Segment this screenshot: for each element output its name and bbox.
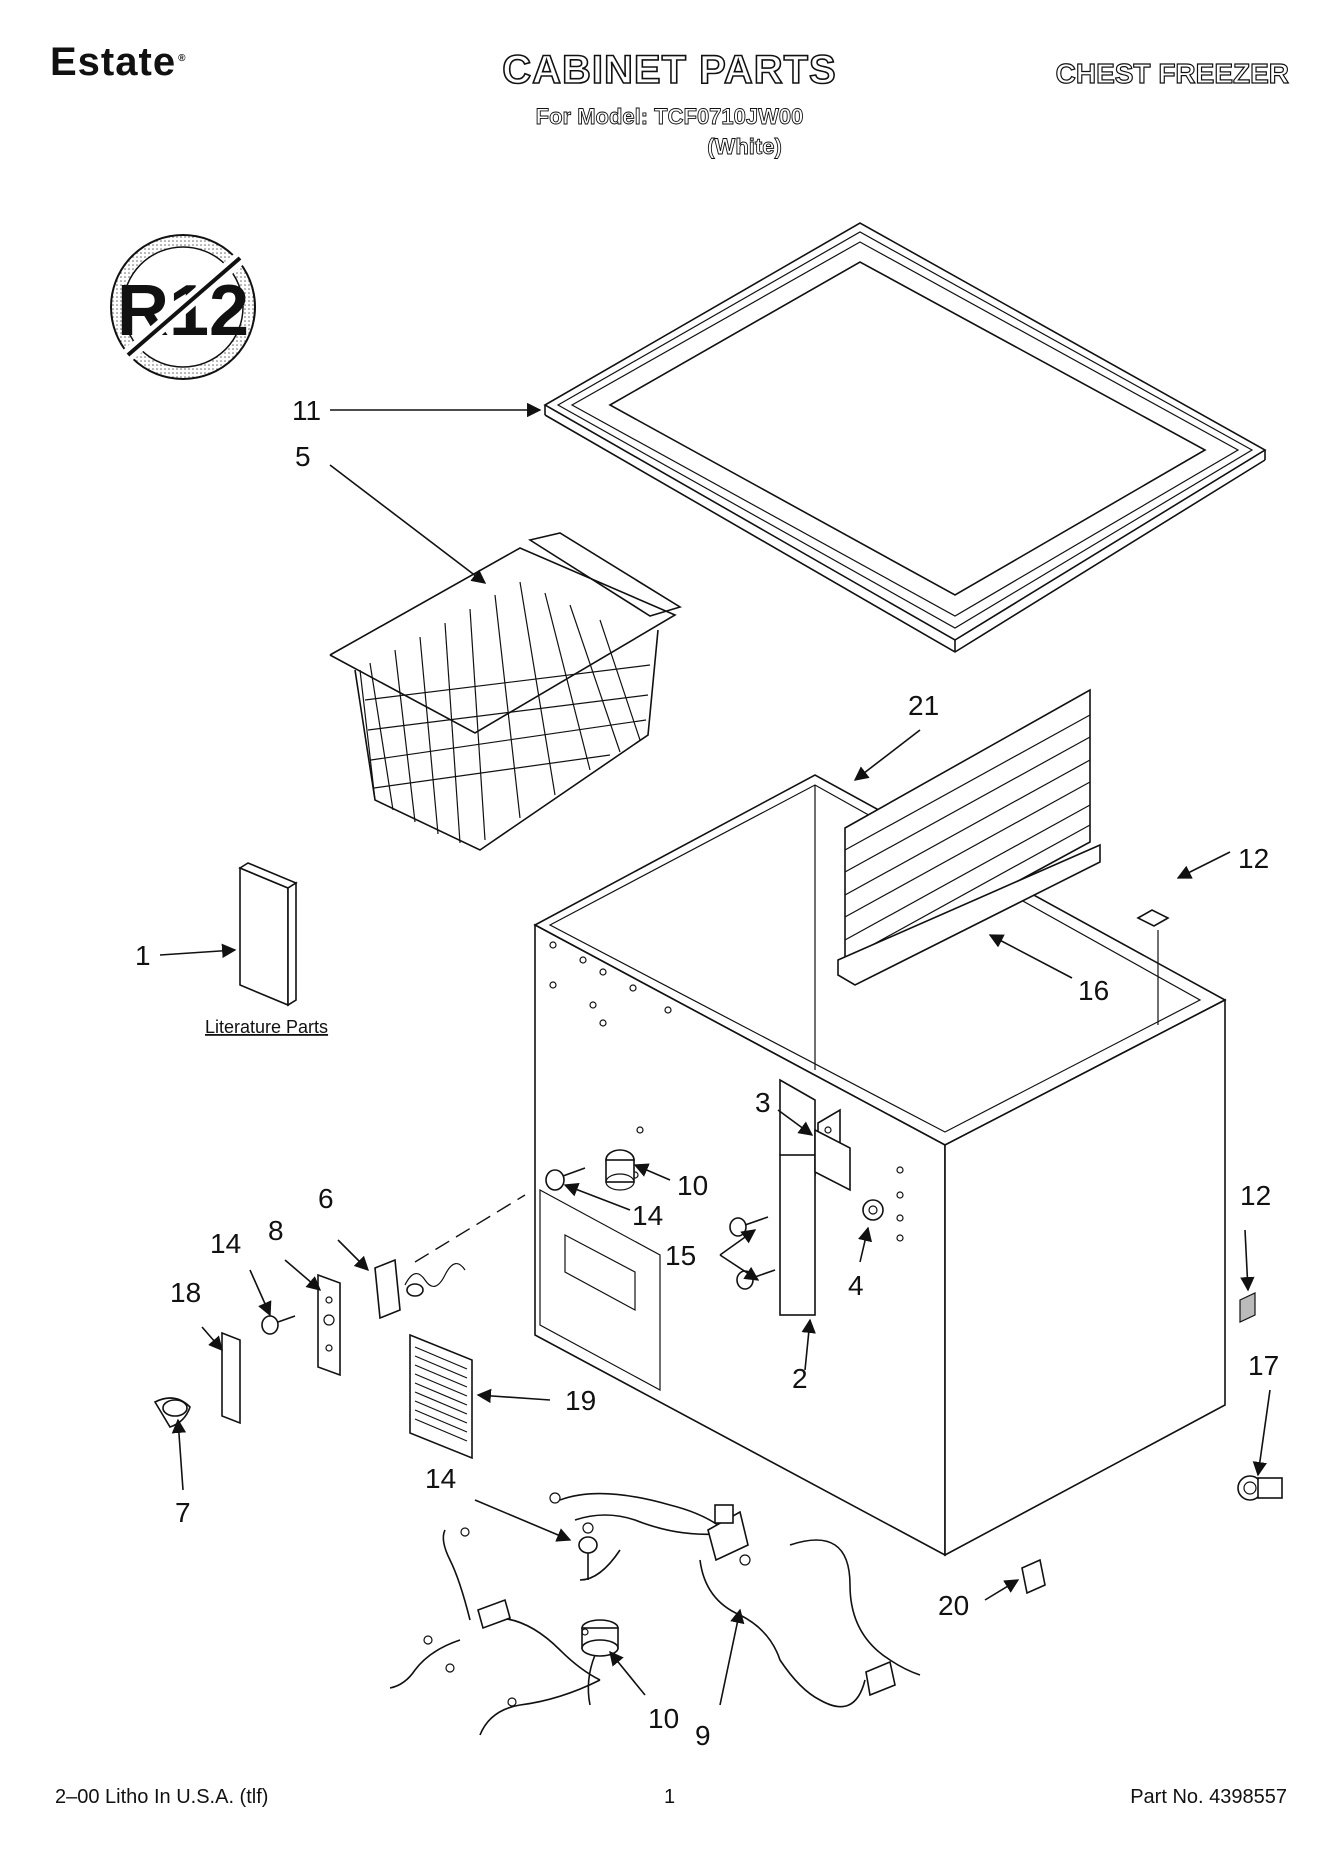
callout-11: 11	[292, 395, 321, 426]
callout-19: 19	[565, 1385, 596, 1416]
drain-plug	[1237, 1475, 1283, 1501]
hinge-bracket	[814, 1128, 851, 1192]
label-top	[1136, 909, 1170, 927]
harness-screw	[578, 1536, 598, 1580]
page-number: 1	[663, 1786, 676, 1808]
callout-10-upper: 10	[677, 1170, 708, 1201]
callout-14-upper: 14	[632, 1200, 663, 1231]
callout-7: 7	[175, 1497, 191, 1528]
callout-17: 17	[1248, 1350, 1279, 1381]
label-side	[1239, 1292, 1256, 1323]
literature-parts	[238, 862, 298, 1007]
brand-name: Estate	[50, 40, 177, 84]
color-line: (White)	[707, 134, 782, 160]
callout-14-left: 14	[210, 1228, 241, 1259]
lid-gasket	[543, 222, 1267, 653]
callout-15: 15	[665, 1240, 696, 1271]
callout-21: 21	[908, 690, 939, 721]
callout-10-lower: 10	[648, 1703, 679, 1734]
callout-14-lower: 14	[425, 1463, 456, 1494]
wire-basket	[329, 532, 682, 851]
page-title: CABINET PARTS	[501, 47, 837, 93]
temperature-control	[374, 1258, 466, 1320]
literature-label: Literature Parts	[205, 1017, 328, 1037]
wiring-harness	[389, 1492, 921, 1736]
wire-clamp-lower	[581, 1619, 619, 1657]
product-category: CHEST FREEZER	[1055, 57, 1290, 89]
control-knob	[153, 1397, 191, 1428]
callout-2: 2	[792, 1363, 808, 1394]
callout-1: 1	[135, 940, 151, 971]
callout-16: 16	[1078, 975, 1109, 1006]
brand-logo: Estate®	[50, 40, 187, 84]
control-label	[221, 1331, 241, 1425]
callout-12-side: 12	[1240, 1180, 1271, 1211]
footer-print-info: 2–00 Litho In U.S.A. (tlf)	[55, 1786, 269, 1808]
no-r12-refrigerant-icon: R12	[110, 234, 256, 380]
control-bracket	[317, 1273, 341, 1377]
callout-8: 8	[268, 1215, 284, 1246]
toe-grille	[409, 1333, 473, 1460]
cabinet-divider	[837, 688, 1101, 986]
hinge-bushing	[862, 1199, 884, 1221]
callout-5: 5	[295, 441, 311, 472]
model-line: For Model: TCF0710JW00	[535, 104, 804, 130]
part-number: Part No. 4398557	[1130, 1786, 1287, 1808]
wire-clip	[1021, 1558, 1046, 1595]
callout-9: 9	[695, 1720, 711, 1751]
callout-18: 18	[170, 1277, 201, 1308]
callout-12-top: 12	[1238, 843, 1269, 874]
callout-6: 6	[318, 1183, 334, 1214]
callout-20: 20	[938, 1590, 969, 1621]
callout-4: 4	[848, 1270, 864, 1301]
mounting-screw	[545, 1167, 586, 1191]
callout-3: 3	[755, 1087, 771, 1118]
bracket-screw	[261, 1315, 296, 1335]
